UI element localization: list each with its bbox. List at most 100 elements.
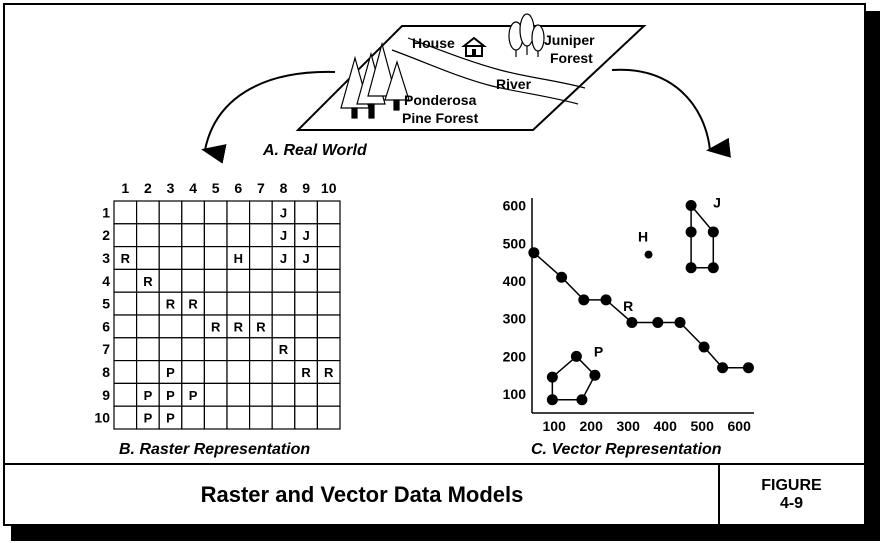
raster-cell <box>271 291 296 316</box>
river-label: River <box>496 76 532 92</box>
raster-cell <box>113 291 138 316</box>
raster-column-label: 3 <box>167 180 175 196</box>
raster-cell <box>294 382 318 407</box>
raster-cell <box>203 382 228 407</box>
raster-cell <box>226 200 251 225</box>
arrow-to-vector <box>611 68 731 158</box>
raster-cell <box>226 382 251 407</box>
river-bank-lower <box>391 49 579 105</box>
raster-row-label: 8 <box>102 364 110 380</box>
raster-cell <box>249 382 273 407</box>
raster-cell-letter: P <box>166 411 175 426</box>
vector-x-tick-label: 200 <box>580 418 604 434</box>
raster-cell <box>181 360 206 385</box>
juniper-trees-icon <box>508 13 545 57</box>
raster-cell <box>181 223 206 248</box>
raster-cell <box>271 382 296 407</box>
raster-cell <box>294 268 318 293</box>
vector-vertex-point <box>707 262 719 274</box>
raster-cell <box>203 360 228 385</box>
raster-row-label: 1 <box>102 204 110 220</box>
vector-x-tick-label: 500 <box>691 418 715 434</box>
raster-cell <box>249 337 273 362</box>
raster-cell <box>113 200 138 225</box>
raster-row-label: 7 <box>102 341 110 357</box>
raster-cell <box>249 246 273 271</box>
vector-vertex-point <box>644 250 653 259</box>
raster-cell <box>203 337 228 362</box>
raster-cell-letter: R <box>143 274 153 289</box>
house-label: House <box>412 35 455 51</box>
vector-x-tick-label: 300 <box>617 418 641 434</box>
raster-cell <box>249 405 273 430</box>
raster-cell <box>136 291 160 316</box>
raster-cell-letter: P <box>144 411 153 426</box>
raster-cell <box>294 314 318 339</box>
raster-cell <box>316 337 341 362</box>
vector-caption: C. Vector Representation <box>531 441 722 458</box>
raster-cell <box>158 337 183 362</box>
raster-cell <box>316 268 341 293</box>
river-line-feature <box>533 252 749 369</box>
raster-cell <box>271 268 296 293</box>
raster-cell <box>181 337 206 362</box>
raster-cell <box>249 360 273 385</box>
vector-y-tick-label: 200 <box>503 348 527 364</box>
ponderosa-pine-trees-icon <box>340 41 410 119</box>
raster-cell <box>113 314 138 339</box>
raster-cell-letter: R <box>188 297 198 312</box>
vector-feature-label: H <box>638 228 648 244</box>
raster-cell <box>181 246 206 271</box>
raster-cell <box>226 223 251 248</box>
vector-vertex-point <box>556 271 568 283</box>
vector-y-tick-label: 500 <box>503 235 527 251</box>
raster-cell <box>294 200 318 225</box>
raster-column-label: 10 <box>321 180 337 196</box>
raster-cell <box>203 268 228 293</box>
vector-vertex-point <box>589 369 601 381</box>
raster-column-label: 2 <box>144 180 152 196</box>
raster-cell <box>158 314 183 339</box>
raster-cell <box>271 314 296 339</box>
raster-cell <box>294 405 318 430</box>
raster-cell-letter: R <box>301 365 311 380</box>
raster-cell <box>316 291 341 316</box>
raster-cell <box>271 405 296 430</box>
raster-cell <box>113 337 138 362</box>
raster-column-label: 9 <box>302 180 310 196</box>
raster-cell <box>181 200 206 225</box>
raster-column-label: 4 <box>189 180 197 196</box>
vector-vertex-point <box>600 294 612 306</box>
raster-cell <box>203 200 228 225</box>
raster-cell <box>113 223 138 248</box>
raster-row-label: 3 <box>102 250 110 266</box>
vector-vertex-point <box>698 341 710 353</box>
raster-cell-letter: P <box>166 365 175 380</box>
river-bank-upper <box>407 37 586 89</box>
raster-cell-letter: P <box>144 388 153 403</box>
raster-cell <box>271 360 296 385</box>
raster-cell <box>294 291 318 316</box>
raster-cell <box>249 223 273 248</box>
raster-row-label: 4 <box>102 273 110 289</box>
raster-cell-letter: R <box>166 297 176 312</box>
raster-cell-letter: J <box>302 251 309 266</box>
figure-number: 4-9 <box>779 494 804 512</box>
raster-cell <box>136 337 160 362</box>
raster-cell-letter: H <box>234 251 243 266</box>
raster-cell-letter: R <box>121 251 131 266</box>
vector-vertex-point <box>717 362 729 374</box>
vector-vertex-point <box>674 316 686 328</box>
vector-x-tick-label: 100 <box>543 418 567 434</box>
raster-cell-letter: J <box>280 205 287 220</box>
vector-vertex-point <box>546 394 558 406</box>
raster-cell <box>203 405 228 430</box>
raster-cell <box>158 200 183 225</box>
raster-cell <box>226 405 251 430</box>
raster-cell <box>158 246 183 271</box>
raster-cell-letter: R <box>256 319 266 334</box>
figure-label: FIGURE <box>761 476 822 494</box>
raster-cell <box>113 268 138 293</box>
pine-polygon-feature <box>551 355 596 401</box>
